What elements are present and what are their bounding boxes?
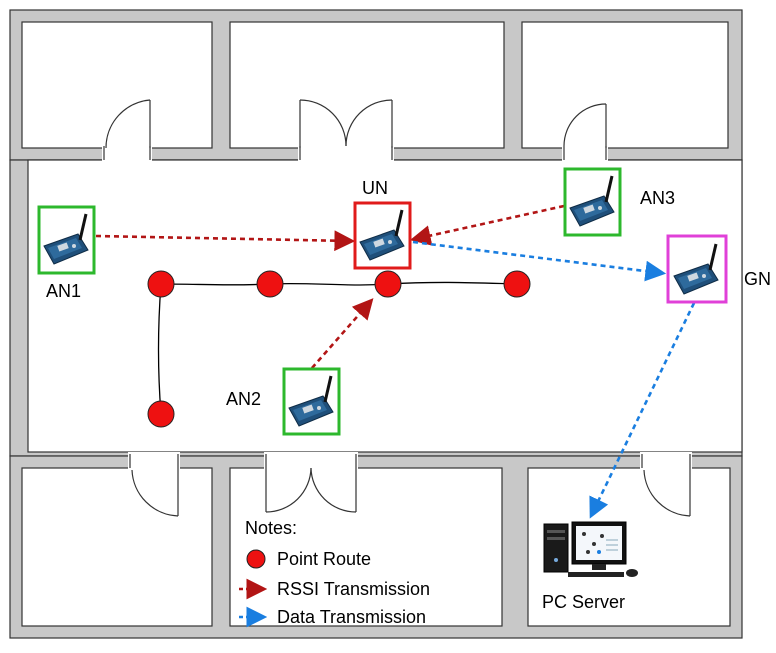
legend-title: Notes: — [245, 518, 297, 538]
computer-icon — [543, 521, 638, 577]
rssi-arrows — [95, 204, 565, 369]
route-point — [147, 270, 175, 298]
rooms — [21, 21, 743, 627]
route-point — [503, 270, 531, 298]
legend-point-route-label: Point Route — [277, 549, 371, 569]
node-gn: GN — [666, 234, 771, 304]
node-an3: AN3 — [563, 167, 675, 237]
room-top-middle — [229, 21, 505, 149]
room-bottom-left — [21, 467, 213, 627]
node-label-gn: GN — [744, 269, 771, 289]
legend-data-label: Data Transmission — [277, 607, 426, 627]
rssi-arrow-an2-route — [311, 298, 374, 369]
data-arrow-un-gn — [412, 240, 667, 282]
node-un: UN — [353, 178, 412, 270]
node-label-an3: AN3 — [640, 188, 675, 208]
server-label: PC Server — [542, 592, 625, 612]
legend: Notes: Point Route RSSI Transmission Dat… — [239, 518, 430, 628]
data-arrow-gn-server — [589, 302, 696, 519]
node-an1: AN1 — [37, 205, 96, 301]
legend-point-route-marker — [246, 549, 266, 569]
node-label-un: UN — [362, 178, 388, 198]
data-arrows — [412, 240, 696, 519]
rssi-arrow-an1-un — [95, 230, 356, 252]
route-point — [147, 400, 175, 428]
route-point — [374, 270, 402, 298]
room-top-right — [521, 21, 729, 149]
route-point — [256, 270, 284, 298]
node-label-an1: AN1 — [46, 281, 81, 301]
rssi-arrow-an3-un — [409, 204, 565, 246]
node-label-an2: AN2 — [226, 389, 261, 409]
legend-rssi-label: RSSI Transmission — [277, 579, 430, 599]
room-top-left — [21, 21, 213, 149]
doors — [102, 99, 692, 517]
node-an2: AN2 — [226, 367, 341, 436]
route-points — [147, 270, 531, 428]
room-bottom-middle — [229, 467, 503, 627]
pc-server: PC Server — [542, 521, 638, 612]
